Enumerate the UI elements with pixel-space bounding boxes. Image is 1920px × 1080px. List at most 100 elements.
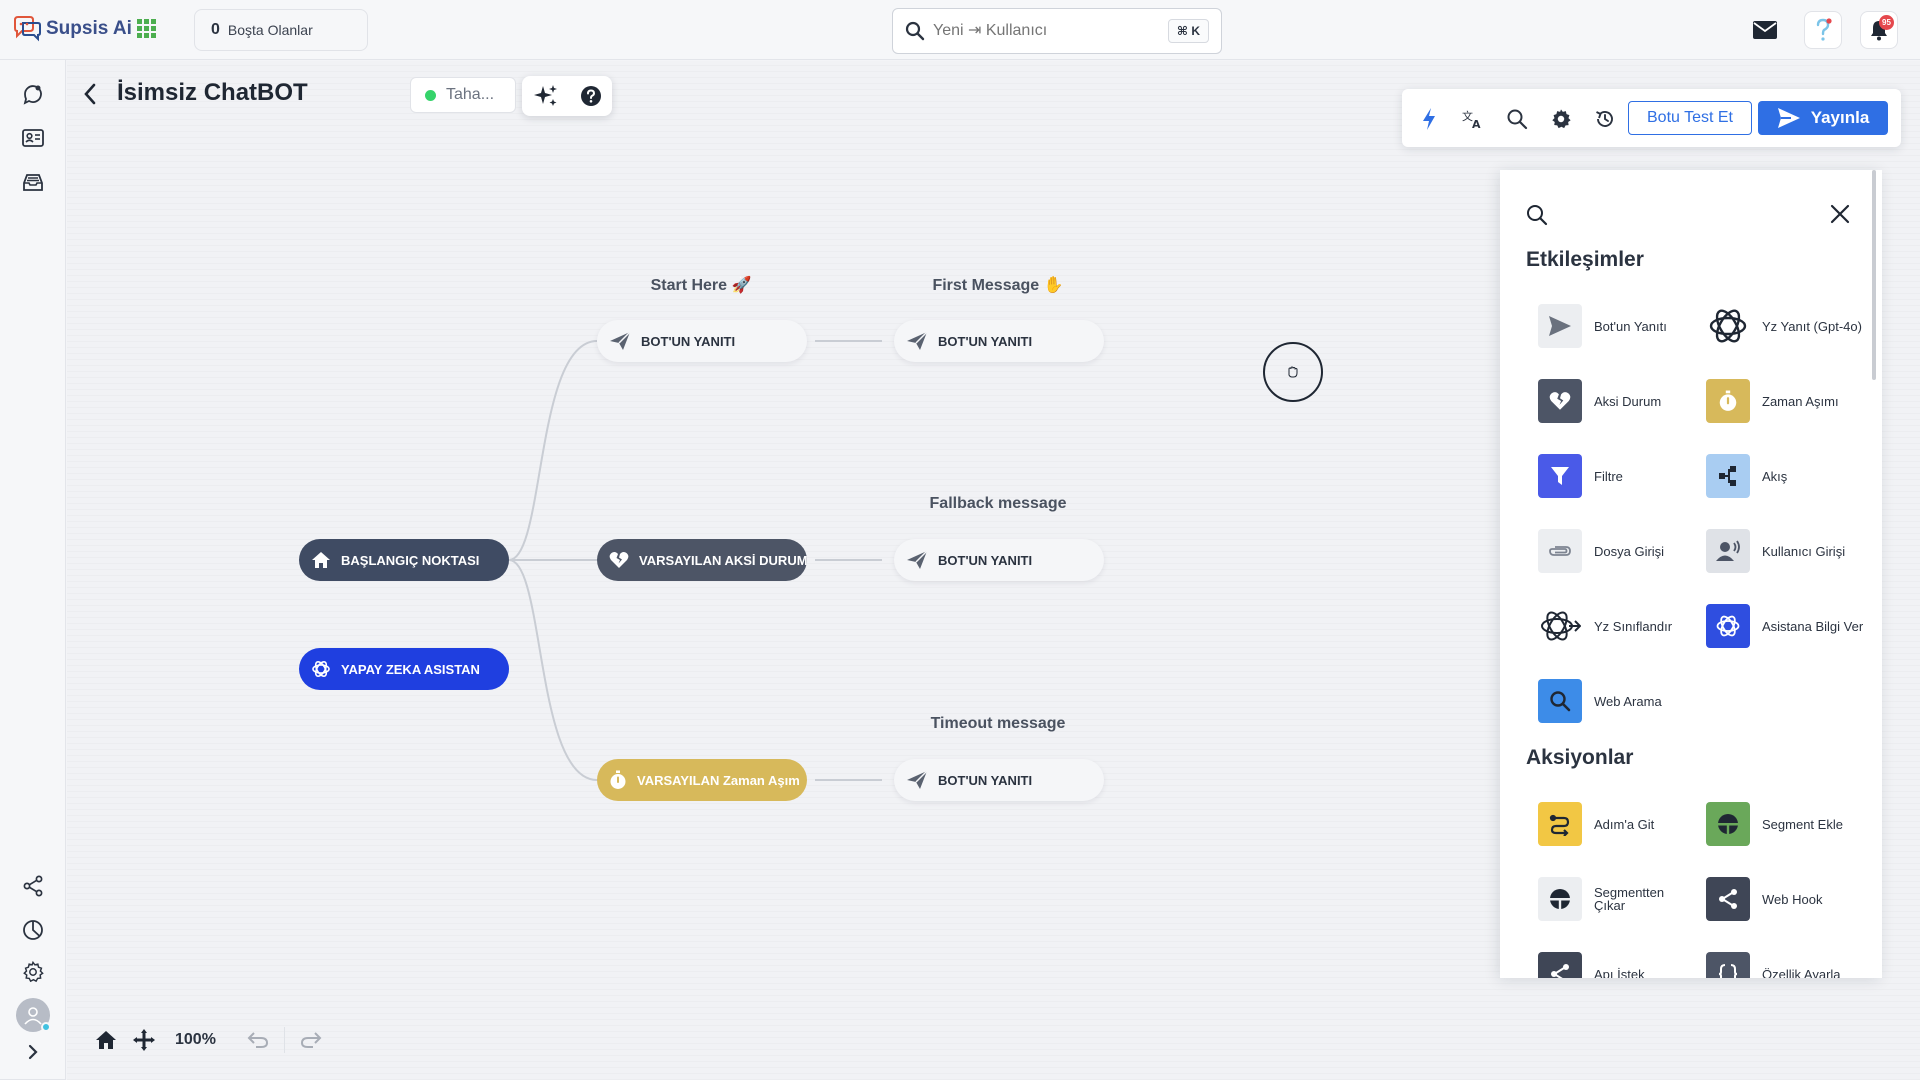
svg-text:文: 文 [1462,109,1473,123]
component-label: Özellik Ayarla [1762,966,1841,979]
bot-title[interactable]: İsimsiz ChatBOT [117,79,308,106]
lightning-button[interactable] [1416,106,1442,132]
mail-icon [1753,21,1777,39]
node-label: VARSAYILAN Zaman Aşım [637,772,800,788]
component-label: Aksi Durum [1594,393,1662,409]
zoom-level[interactable]: 100% [175,1031,216,1048]
component-web-hook[interactable]: Web Hook [1706,877,1866,921]
ai-help-tools [522,76,612,116]
component-user-input[interactable]: Kullanıcı Girişi [1706,529,1866,573]
component-segment-add[interactable]: Segment Ekle [1706,802,1866,846]
help-circle-button[interactable] [580,85,602,107]
redo-button[interactable] [299,1031,323,1049]
node-label: VARSAYILAN AKSİ DURUM [639,552,807,568]
fit-view-button[interactable] [133,1029,155,1051]
panel-search-button[interactable] [1526,204,1548,226]
panel-scrollbar[interactable] [1872,170,1876,380]
controls-divider [283,1027,285,1053]
paperclip-icon [1538,529,1582,573]
pointer-cursor [1263,342,1323,402]
node-default-timeout[interactable]: VARSAYILAN Zaman Aşım [597,759,807,801]
component-segment-remove[interactable]: Segmentten Çıkar [1538,877,1698,921]
help-button[interactable] [1804,11,1842,49]
node-start-point[interactable]: BAŞLANGIÇ NOKTASI [299,539,509,581]
component-web-search[interactable]: Web Arama [1538,679,1698,723]
node-ai-assistant[interactable]: YAPAY ZEKA ASISTAN [299,648,509,690]
braces-icon [1706,952,1750,978]
component-goto-step[interactable]: Adım'a Git [1538,802,1698,846]
node-bot-reply-first[interactable]: BOT'UN YANITI [894,320,1104,362]
sidebar-item-reports[interactable] [19,916,47,944]
component-timeout[interactable]: Zaman Aşımı [1706,379,1866,423]
grab-hand-icon [1286,365,1300,379]
apps-grid-icon[interactable] [137,19,156,38]
label-fallback: Fallback message [929,495,1067,512]
filter-icon [1538,454,1582,498]
component-label: Segment Ekle [1762,816,1843,832]
component-set-property[interactable]: Özellik Ayarla [1706,952,1866,978]
brand[interactable]: Supsis Ai [12,16,132,42]
goto-step-icon [1538,802,1582,846]
history-button[interactable] [1592,106,1618,132]
sidebar-item-inbox[interactable] [19,168,47,196]
component-filter[interactable]: Filtre [1538,454,1698,498]
sidebar-item-settings[interactable] [19,958,47,986]
ai-sparkle-button[interactable] [533,83,559,109]
node-default-fallback[interactable]: VARSAYILAN AKSİ DURUM [597,539,807,581]
stopwatch-icon [1706,379,1750,423]
node-label: BAŞLANGIÇ NOKTASI [341,552,480,568]
component-ai-classify[interactable]: Yz Sınıflandır [1538,604,1698,648]
settings-button[interactable] [1548,106,1574,132]
label-first-message: First Message ✋ [932,277,1064,294]
node-bot-reply-start[interactable]: BOT'UN YANITI [597,320,807,362]
help-question-icon [1813,18,1833,42]
component-fallback[interactable]: Aksi Durum [1538,379,1698,423]
component-api-request[interactable]: Apı İstek [1538,952,1698,978]
component-file-input[interactable]: Dosya Girişi [1538,529,1698,573]
component-label: Web Hook [1762,891,1823,907]
node-bot-reply-timeout[interactable]: BOT'UN YANITI [894,759,1104,801]
undo-button[interactable] [246,1031,270,1049]
component-label: Yz Yanıt (Gpt-4o) [1762,318,1862,334]
component-flow[interactable]: Akış [1706,454,1866,498]
canvas-controls: 100% [95,1027,323,1053]
test-bot-button[interactable]: Botu Test Et [1628,101,1752,135]
component-label: Web Arama [1594,693,1662,709]
sidebar-expand-button[interactable] [19,1038,47,1066]
component-bot-reply[interactable]: Bot'un Yanıtı [1538,304,1698,348]
component-ai-reply[interactable]: Yz Yanıt (Gpt-4o) [1706,304,1866,348]
sidebar-item-contacts[interactable] [19,124,47,152]
home-button[interactable] [95,1030,117,1050]
node-label: BOT'UN YANITI [938,772,1033,788]
component-label: Yz Sınıflandır [1594,618,1673,634]
mail-button[interactable] [1746,11,1784,49]
broken-heart-icon [609,551,629,569]
notifications-button[interactable]: 95 [1860,11,1898,49]
search-flow-button[interactable] [1504,106,1530,132]
bot-status-selector[interactable]: Taha... [410,77,516,113]
back-button[interactable] [83,83,97,105]
global-search[interactable]: ⌘ K [892,8,1222,54]
panel-close-button[interactable] [1830,204,1850,224]
segment-remove-icon [1538,877,1582,921]
stopwatch-icon [609,770,627,790]
openai-icon [1706,604,1750,648]
node-bot-reply-fallback[interactable]: BOT'UN YANITI [894,539,1104,581]
online-status-dot [41,1022,51,1032]
inbox-stack-icon [22,171,44,193]
user-avatar[interactable] [16,998,51,1032]
send-icon [609,331,631,351]
node-label: YAPAY ZEKA ASISTAN [341,661,480,677]
actions-title: Aksiyonlar [1526,746,1634,769]
idle-count: 0 [211,21,220,38]
search-input[interactable] [933,22,1153,40]
sidebar-item-chats[interactable] [19,80,47,108]
component-label: Filtre [1594,468,1623,484]
idle-agents-indicator[interactable]: 0 Boşta Olanlar [194,9,368,51]
publish-button[interactable]: Yayınla [1758,101,1888,135]
component-label: Akış [1762,468,1788,484]
component-label: Adım'a Git [1594,816,1655,832]
sidebar-item-integrations[interactable] [19,872,47,900]
component-assistant-info[interactable]: Asistana Bilgi Ver [1706,604,1866,648]
